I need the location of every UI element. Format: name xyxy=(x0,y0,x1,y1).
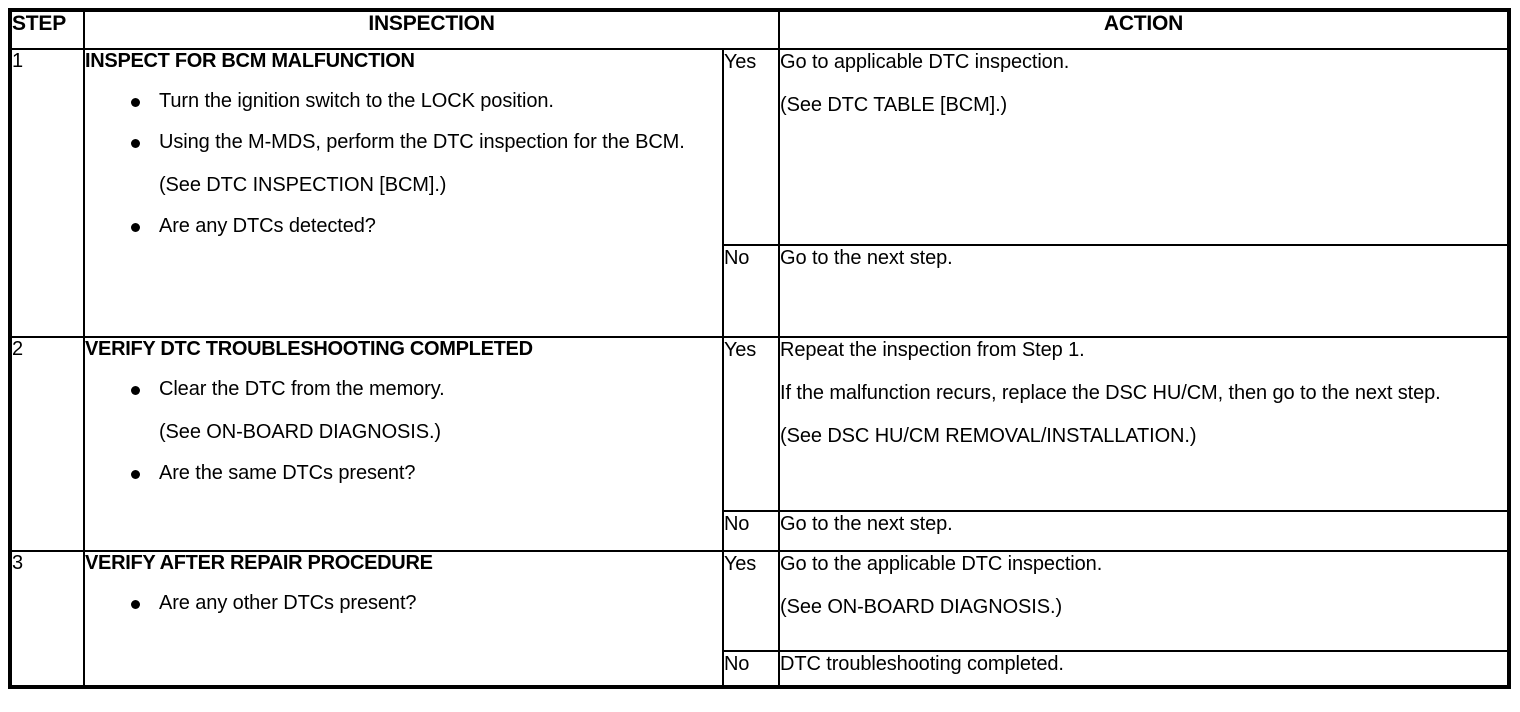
action-line: (See DSC HU/CM REMOVAL/INSTALLATION.) xyxy=(780,425,1197,447)
inspection-title: INSPECT FOR BCM MALFUNCTION xyxy=(85,50,415,72)
action-cell: Go to the next step. xyxy=(778,244,1511,338)
action-line: Go to the next step. xyxy=(780,247,953,269)
action-line: Go to the next step. xyxy=(780,513,953,535)
step-number-cell: 1 xyxy=(9,48,85,338)
table-header: STEP INSPECTION ACTION xyxy=(9,10,1511,50)
column-header-action: ACTION xyxy=(778,10,1511,50)
action-cell: Repeat the inspection from Step 1. If the… xyxy=(778,336,1511,512)
inspection-title: VERIFY DTC TROUBLESHOOTING COMPLETED xyxy=(85,338,533,360)
outcome-label-yes: Yes xyxy=(721,550,781,652)
action-line: Go to the applicable DTC inspection. xyxy=(780,553,1103,575)
inspection-cell: INSPECT FOR BCM MALFUNCTION Turn the igni… xyxy=(83,48,724,338)
inspection-note: (See DTC INSPECTION [BCM].) xyxy=(159,174,447,196)
action-line: Repeat the inspection from Step 1. xyxy=(780,339,1085,361)
action-line: DTC troubleshooting completed. xyxy=(780,653,1064,675)
inspection-note: (See ON-BOARD DIAGNOSIS.) xyxy=(159,421,441,443)
action-line: (See ON-BOARD DIAGNOSIS.) xyxy=(780,596,1063,618)
inspection-bullet-item: Turn the ignition switch to the LOCK pos… xyxy=(85,89,722,114)
action-cell: Go to the next step. xyxy=(778,510,1511,552)
inspection-item-list: Are any other DTCs present? xyxy=(85,591,722,616)
inspection-bullet-item: Are any DTCs detected? xyxy=(85,214,722,239)
action-cell: DTC troubleshooting completed. xyxy=(778,650,1511,688)
outcome-label-yes: Yes xyxy=(721,48,781,246)
action-line: (See DTC TABLE [BCM].) xyxy=(780,94,1008,116)
step-number-cell: 2 xyxy=(9,336,85,552)
inspection-item-list: Clear the DTC from the memory. (See ON-BO… xyxy=(85,377,722,486)
column-header-inspection: INSPECTION xyxy=(82,10,781,50)
action-cell: Go to the applicable DTC inspection. (See… xyxy=(778,550,1511,652)
inspection-item-list: Turn the ignition switch to the LOCK pos… xyxy=(85,89,722,239)
action-line: Go to applicable DTC inspection. xyxy=(780,51,1070,73)
outcome-label-no: No xyxy=(721,244,781,338)
action-cell: Go to applicable DTC inspection. (See DTC… xyxy=(778,48,1511,246)
action-line: If the malfunction recurs, replace the D… xyxy=(780,382,1441,404)
outcome-label-no: No xyxy=(721,510,781,552)
header-row: STEP INSPECTION ACTION xyxy=(9,10,1511,50)
inspection-cell: VERIFY DTC TROUBLESHOOTING COMPLETED Clea… xyxy=(83,336,724,552)
inspection-bullet-item: Using the M-MDS, perform the DTC inspect… xyxy=(85,130,722,155)
inspection-bullet-item: Clear the DTC from the memory. xyxy=(85,377,722,402)
inspection-bullet-item: Are any other DTCs present? xyxy=(85,591,722,616)
column-header-step: STEP xyxy=(9,10,85,50)
outcome-label-yes: Yes xyxy=(721,336,781,512)
inspection-cell: VERIFY AFTER REPAIR PROCEDURE Are any oth… xyxy=(83,550,724,688)
inspection-title: VERIFY AFTER REPAIR PROCEDURE xyxy=(85,552,433,574)
outcome-label-no: No xyxy=(721,650,781,688)
inspection-bullet-item: Are the same DTCs present? xyxy=(85,461,722,486)
step-number-cell: 3 xyxy=(9,550,85,688)
